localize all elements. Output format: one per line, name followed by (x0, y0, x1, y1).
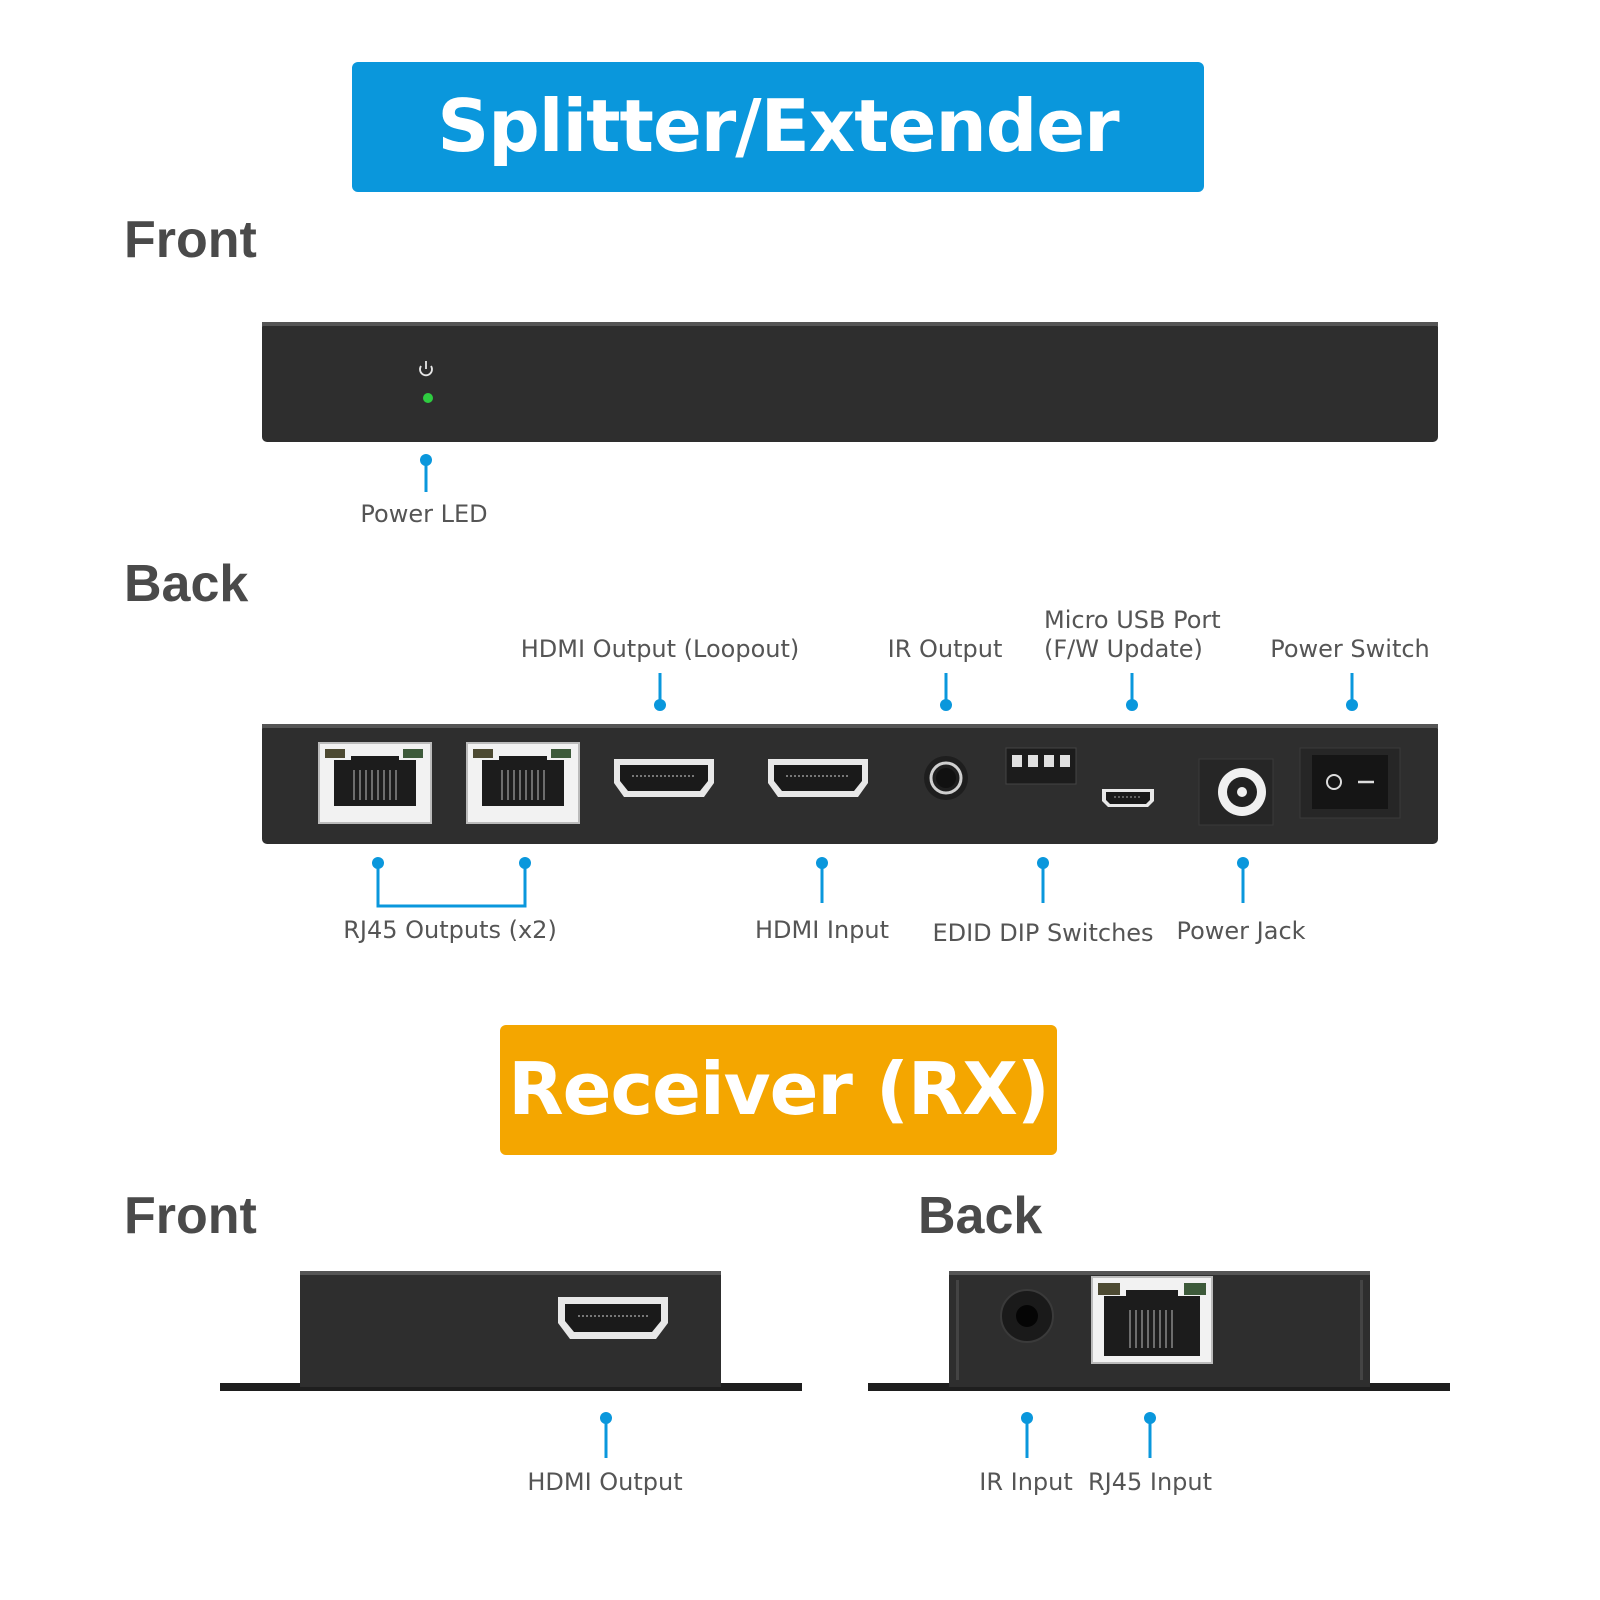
rx-title-banner: Receiver (RX) (500, 1025, 1057, 1155)
label-power-switch: Power Switch (1270, 635, 1430, 663)
power-symbol-icon (419, 361, 433, 377)
label-hdmi-input: HDMI Input (754, 916, 890, 944)
label-ir-output: IR Output (887, 635, 1003, 663)
rx-rj45-input-port (1091, 1276, 1213, 1364)
label-rx-hdmi-output: HDMI Output (527, 1468, 683, 1496)
tx-front-panel (262, 322, 1438, 442)
label-micro-usb-line1: Micro USB Port (1044, 606, 1221, 634)
rx-title: Receiver (RX) (508, 1047, 1050, 1131)
power-led (423, 393, 433, 403)
ir-output-jack (924, 756, 968, 800)
rx-ir-input-jack (1000, 1289, 1054, 1343)
rx-back-heading: Back (918, 1187, 1043, 1245)
rx-front-device (220, 1271, 802, 1391)
rx-back-device (868, 1271, 1450, 1391)
rx-hdmi-output-port (558, 1297, 668, 1339)
tx-title: Splitter/Extender (TX) (437, 84, 1119, 296)
label-rx-ir-input: IR Input (979, 1468, 1073, 1496)
tx-front-heading: Front (124, 211, 257, 269)
hdmi-loopout-port (614, 759, 714, 797)
label-power-jack: Power Jack (1176, 917, 1306, 945)
label-rx-rj45-input: RJ45 Input (1087, 1468, 1213, 1496)
power-jack (1198, 758, 1274, 826)
rj45-output-port-1 (318, 742, 432, 824)
tx-back-panel (262, 724, 1438, 844)
tx-back-heading: Back (124, 555, 249, 613)
label-rj45-outputs: RJ45 Outputs (x2) (343, 916, 557, 944)
power-switch (1299, 747, 1401, 819)
label-micro-usb-line2: (F/W Update) (1044, 635, 1203, 663)
edid-dip-switches (1005, 747, 1077, 785)
label-hdmi-loopout: HDMI Output (Loopout) (520, 635, 800, 663)
rx-front-heading: Front (124, 1187, 257, 1245)
tx-title-banner: Splitter/Extender (TX) (352, 62, 1204, 296)
label-power-led: Power LED (360, 500, 488, 528)
callout-lines (372, 454, 1358, 1458)
hdmi-input-port (768, 759, 868, 797)
label-edid-dip: EDID DIP Switches (932, 919, 1154, 947)
rj45-output-port-2 (466, 742, 580, 824)
micro-usb-port (1102, 789, 1154, 807)
